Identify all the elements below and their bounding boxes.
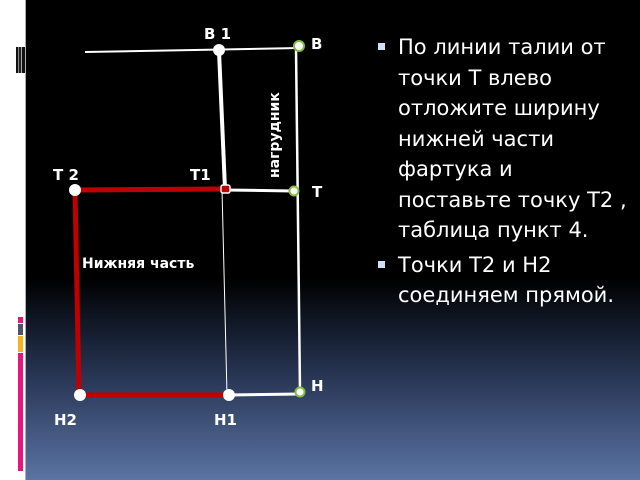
top-line [84,47,301,53]
color-bar-pink-small [18,317,23,323]
slide-edge-divider [25,0,26,480]
t1-h1-line [221,188,228,396]
slide-background [26,0,640,480]
point-t2 [69,184,81,196]
point-b [293,40,305,52]
label-t2: Т 2 [53,166,79,184]
square-bullet-icon [378,260,385,268]
point-h2 [74,389,86,401]
color-bar-orange [18,336,23,352]
t2-h2-red-line [72,189,82,396]
point-h [294,386,306,398]
color-bar-pink-long [18,353,23,471]
t2-t1-red-line [74,186,227,193]
bullet-item: По линии талии от точки Т влево отложите… [378,32,628,246]
bullet-text: Точки Т2 и Н2 соединяем прямой. [398,252,614,308]
square-bullet-icon [378,43,385,50]
label-t: Т [312,183,323,201]
b-h-line [294,47,302,393]
point-t1 [220,184,231,194]
label-b: В [311,35,323,53]
label-h1: Н1 [214,411,237,429]
label-h2: Н2 [54,411,77,429]
bullet-text: По линии талии от точки Т влево отложите… [398,35,627,242]
b1-t1-line [217,50,227,190]
t1-t-line [225,188,295,193]
bullet-item: Точки Т2 и Н2 соединяем прямой. [378,250,628,311]
color-bar-gray [18,324,23,335]
label-h: Н [311,377,324,395]
point-b1 [213,44,225,56]
h1-h-line [228,392,300,397]
label-b1: В 1 [204,25,232,43]
label-t1: Т1 [190,166,211,184]
instruction-text-panel: По линии талии от точки Т влево отложите… [378,32,628,315]
left-decorative-strip [0,0,26,480]
label-lower-part: Нижняя часть [82,256,195,272]
label-bib: нагрудник [267,92,283,178]
barcode-decoration [16,47,25,73]
point-t [288,185,300,197]
point-h1 [223,389,235,401]
